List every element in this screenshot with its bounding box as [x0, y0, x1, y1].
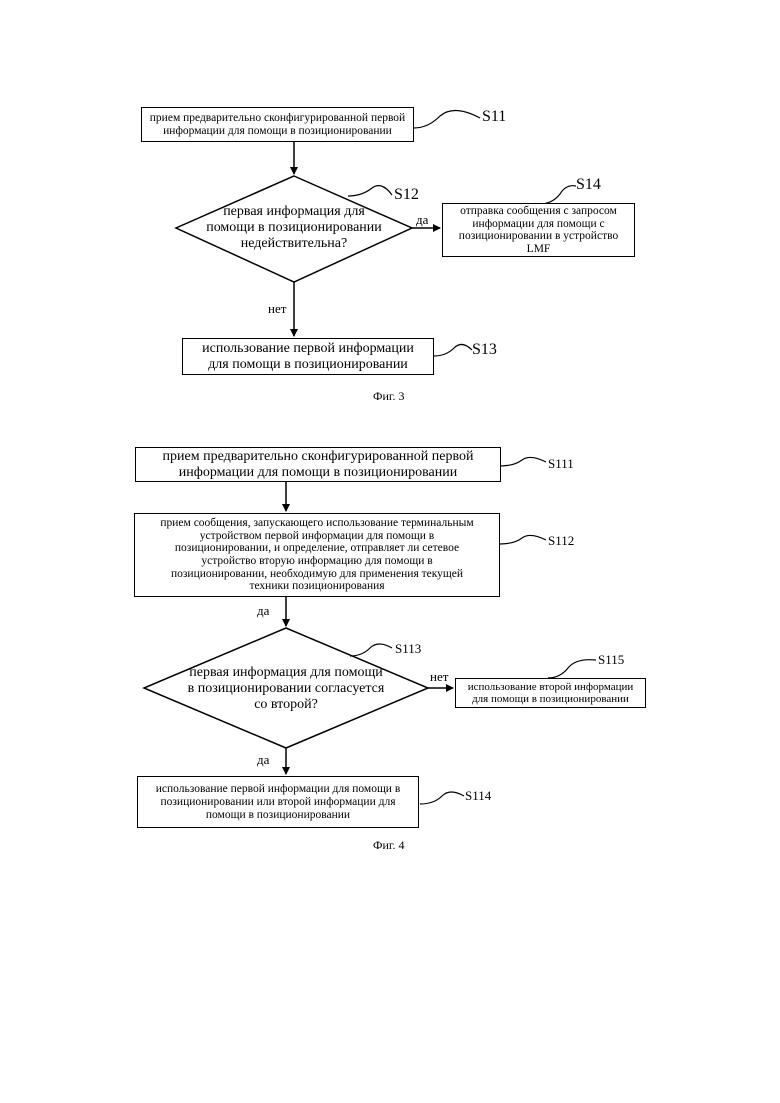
s113-leader-line — [350, 644, 392, 656]
s111-leader-line — [500, 457, 546, 466]
s11-leader-line — [414, 110, 480, 128]
s11-process-box: прием предварительно сконфигурированной … — [141, 107, 414, 142]
s115-process-box: использование второй информации для помо… — [455, 678, 646, 708]
figure-3-caption: Фиг. 3 — [373, 389, 404, 404]
s14-process-box: отправка сообщения с запросом информации… — [442, 203, 635, 257]
s13-process-box: использование первой информации для помо… — [182, 338, 434, 375]
s12-decision-text: первая информация для помощи в позициони… — [194, 200, 394, 256]
s113-yes-label: да — [257, 752, 269, 768]
figure-4-caption: Фиг. 4 — [373, 838, 404, 853]
s111-process-box: прием предварительно сконфигурированной … — [135, 447, 501, 482]
s12-leader-line — [348, 186, 392, 196]
s112-step-label: S112 — [548, 533, 574, 549]
s112-yes-label: да — [257, 603, 269, 619]
s112-leader-line — [500, 535, 546, 544]
s115-step-label: S115 — [598, 652, 624, 668]
s12-step-label: S12 — [394, 186, 419, 204]
s114-leader-line — [420, 792, 464, 804]
s11-step-label: S11 — [482, 108, 506, 126]
s14-leader-line — [540, 186, 576, 204]
s113-step-label: S113 — [395, 641, 421, 657]
s114-process-box: использование первой информации для помо… — [137, 776, 419, 828]
s111-step-label: S111 — [548, 456, 574, 472]
s13-leader-line — [434, 344, 472, 356]
s115-leader-line — [548, 660, 596, 678]
s14-step-label: S14 — [576, 176, 601, 194]
s12-no-label: нет — [268, 301, 286, 317]
s113-decision-text: первая информация для помощи в позициони… — [164, 662, 408, 716]
s112-process-box: прием сообщения, запускающего использова… — [134, 513, 500, 597]
s12-yes-label: да — [416, 212, 428, 228]
s113-no-label: нет — [430, 669, 448, 685]
s114-step-label: S114 — [465, 788, 491, 804]
s13-step-label: S13 — [472, 341, 497, 359]
